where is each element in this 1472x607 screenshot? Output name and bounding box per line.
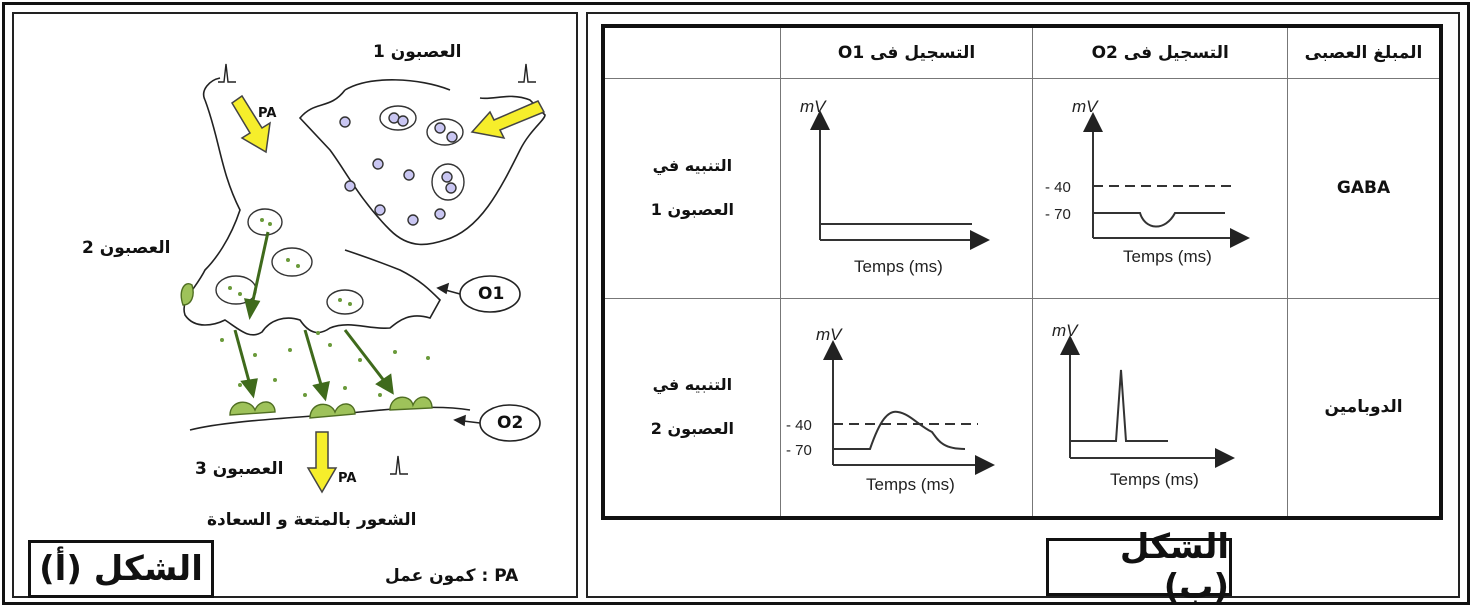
recordings-table: التسجيل فى O1 التسجيل فى O2 المبلغ العصب… bbox=[601, 24, 1443, 520]
level-minus70: - 70 bbox=[786, 442, 812, 459]
vesicle-dots bbox=[220, 218, 430, 397]
neuron1-label: العصبون 1 bbox=[373, 42, 462, 62]
stimulus-line1: التنبيه في bbox=[652, 375, 733, 395]
electrode-o1 bbox=[436, 275, 521, 313]
header-transmitter: المبلغ العصبى bbox=[1287, 25, 1442, 79]
x-axis-label: Temps (ms) bbox=[1123, 247, 1212, 266]
graph-o2-gaba: mV Temps (ms) bbox=[800, 97, 990, 276]
vesicles-neuron2 bbox=[215, 208, 364, 315]
pa-legend: PA : كمون عمل bbox=[385, 566, 519, 586]
pa-label-top: PA bbox=[258, 106, 277, 121]
graph-o1-dopamine: mV Temps (ms) bbox=[1052, 321, 1235, 489]
electrode-o2-label: O2 bbox=[497, 413, 524, 433]
table-row: التنبيه في العصبون 2 الدوبامين bbox=[602, 297, 1442, 519]
stimulus-line2: العصبون 1 bbox=[650, 200, 734, 219]
neuron2-label: العصبون 2 bbox=[82, 238, 171, 258]
transmitter-dopamine: الدوبامين bbox=[1287, 297, 1442, 519]
neuron3-label: العصبون 3 bbox=[195, 459, 284, 479]
pa-arrows bbox=[230, 94, 546, 494]
ap-glyphs bbox=[218, 63, 536, 475]
graph-cell-o2-row1 bbox=[1032, 77, 1289, 299]
electrode-o1-label: O1 bbox=[478, 284, 505, 304]
header-o2: التسجيل فى O2 bbox=[1032, 25, 1289, 79]
graph-o2-dopamine: mV - 40 - 70 Temps (ms) bbox=[786, 325, 995, 494]
neuron1-terminal bbox=[298, 89, 546, 246]
neuron2-terminal bbox=[183, 99, 441, 336]
electrode-o2 bbox=[453, 404, 541, 442]
pa-label-bottom: PA bbox=[338, 471, 357, 486]
figure-a-title: الشكل (أ) bbox=[28, 540, 214, 598]
stimulus-cell-2: التنبيه في العصبون 2 bbox=[602, 297, 781, 519]
stimulus-line2: العصبون 2 bbox=[650, 419, 734, 439]
y-unit-label: mV bbox=[1072, 97, 1099, 116]
release-arrows bbox=[233, 231, 394, 402]
graph-cell-o1-row2 bbox=[779, 297, 1034, 519]
graph-o1-gaba: mV - 40 - 70 Temps (ms) bbox=[1045, 97, 1250, 266]
level-minus40: - 40 bbox=[1045, 179, 1071, 196]
transmitter-gaba: GABA bbox=[1287, 77, 1442, 299]
y-unit-label: mV bbox=[1052, 321, 1079, 340]
y-unit-label: mV bbox=[816, 325, 843, 344]
y-unit-label: mV bbox=[800, 97, 827, 116]
pleasure-caption: الشعور بالمتعة و السعادة bbox=[207, 510, 417, 530]
table-row: التنبيه في العصبون 1 GABA bbox=[602, 77, 1442, 299]
stimulus-line1: التنبيه في bbox=[652, 156, 733, 175]
x-axis-label: Temps (ms) bbox=[1110, 470, 1199, 489]
figure-a-panel bbox=[12, 12, 578, 598]
x-axis-label: Temps (ms) bbox=[854, 257, 943, 276]
vesicles-neuron1 bbox=[339, 105, 465, 226]
receptors bbox=[180, 283, 433, 419]
figure-b-title: الشكل (ب) bbox=[1046, 527, 1232, 607]
level-minus40: - 40 bbox=[786, 417, 812, 434]
header-empty-cell bbox=[602, 25, 781, 79]
level-minus70: - 70 bbox=[1045, 206, 1071, 223]
table-header-row: التسجيل فى O1 التسجيل فى O2 المبلغ العصب… bbox=[602, 25, 1442, 79]
figure-b-panel bbox=[586, 12, 1460, 598]
x-axis-label: Temps (ms) bbox=[866, 475, 955, 494]
